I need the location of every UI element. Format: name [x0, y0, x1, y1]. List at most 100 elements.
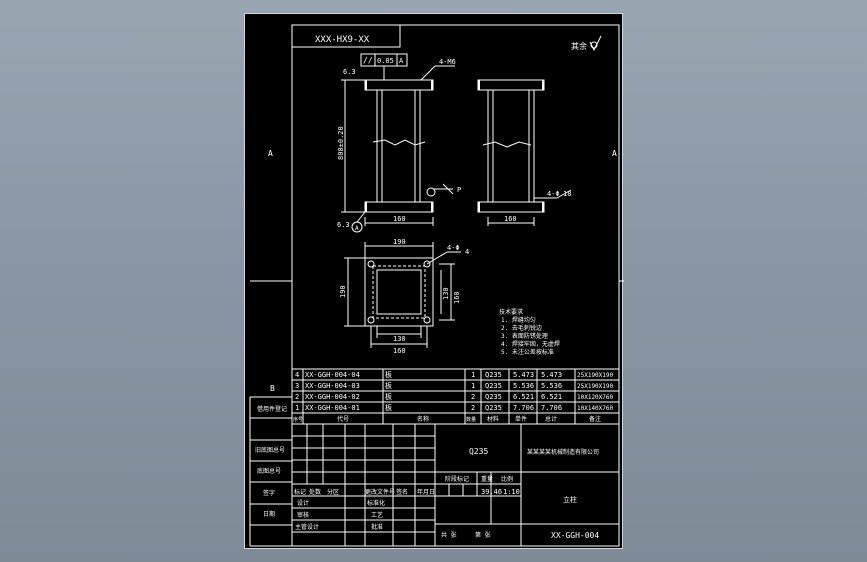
bom-row-0-code: XX-GGH-004-04	[305, 371, 360, 379]
roughness-top-value: 6.3	[343, 68, 356, 76]
bom-header-total-wt: 总计	[545, 415, 557, 423]
bom-row-1-unit-wt: 5.536	[513, 382, 534, 390]
zone-left-a: A	[268, 149, 273, 158]
tb-label-lead: 主管设计	[295, 523, 319, 531]
bom-row-0-total-wt: 5.473	[541, 371, 562, 379]
bom-row-1-code: XX-GGH-004-03	[305, 382, 360, 390]
tb-label-stage: 阶段标记	[445, 475, 469, 483]
tb-weight: 39.46	[481, 488, 502, 496]
bom-row-0-unit-wt: 5.473	[513, 371, 534, 379]
top-dim-top: 190	[393, 238, 406, 246]
bom-row-1-total-wt: 5.536	[541, 382, 562, 390]
margin-label-2: 旧底图总号	[255, 446, 285, 454]
parallelism-tolerance: 0.05	[377, 57, 394, 65]
tb-label-approve: 批准	[371, 523, 383, 531]
tb-company: 某某某某机械制造有限公司	[527, 448, 599, 456]
datum-label: A	[355, 225, 359, 232]
side-view: 160 4-Φ 18	[477, 79, 571, 226]
bom-row-0-no: 4	[295, 371, 299, 379]
tech-note-2: 2. 去毛刺锐边	[501, 324, 542, 332]
bom-row-1-qty: 1	[471, 382, 475, 390]
tb-label-sign: 签名	[396, 488, 408, 496]
tech-note-3: 3. 表面防锈处理	[501, 332, 548, 340]
bom-row-2-spec: 10X120X760	[577, 394, 614, 401]
bom-header-material: 材料	[487, 415, 499, 423]
tb-label-date: 年月日	[417, 488, 435, 496]
technical-notes: 技术要求 1. 焊缝均匀 2. 去毛刺锐边 3. 表面防锈处理 4. 焊接牢固，…	[499, 308, 560, 356]
bom-row-2-qty: 2	[471, 393, 475, 401]
bom-row-1-material: Q235	[485, 382, 502, 390]
zone-left-b: B	[270, 384, 275, 393]
bom-row-3-code: XX-GGH-004-01	[305, 404, 360, 412]
tb-label-sheet: 第 张	[475, 531, 491, 539]
bom-row-1-name: 板	[385, 381, 392, 390]
bom-row-0-qty: 1	[471, 371, 475, 379]
side-hole-depth: 18	[563, 190, 571, 198]
tb-scale: 1:10	[503, 488, 520, 496]
datum-reference: A	[399, 57, 404, 65]
margin-label-5: 日期	[263, 510, 275, 518]
bom-header-no: 序号	[293, 416, 303, 423]
tb-label-zone: 分区	[327, 488, 339, 496]
front-view: 6.3 // 0.05 A 800±0.20 160 A 6.3 P 4-M6	[337, 53, 461, 233]
zone-right-a: A	[612, 149, 617, 158]
tb-drawing-no: XX-GGH-004	[551, 531, 599, 540]
front-width-dimension: 160	[393, 215, 406, 223]
tech-note-0: 技术要求	[499, 308, 523, 316]
parallelism-symbol: //	[363, 56, 373, 65]
front-hole-note: 4-M6	[439, 58, 456, 66]
top-leader-count: 4	[465, 248, 469, 256]
tb-label-check: 审核	[297, 511, 309, 519]
front-leader-label: P	[457, 186, 461, 194]
bom-row-2-name: 板	[385, 392, 392, 401]
margin-label-4: 签字	[263, 489, 275, 497]
bom-row-0-material: Q235	[485, 371, 502, 379]
tb-label-design: 设计	[297, 499, 309, 507]
bom-row-2-material: Q235	[485, 393, 502, 401]
top-dim-bottom-inner: 130	[393, 335, 406, 343]
roughness-check-icon	[589, 35, 602, 52]
top-dim-right-inner: 130	[442, 287, 450, 300]
tb-label-process: 工艺	[371, 511, 383, 519]
tb-label-standard: 标准化	[367, 499, 385, 507]
side-width-dimension: 160	[504, 215, 517, 223]
bom-row-1-no: 3	[295, 382, 299, 390]
bom-row-0-name: 板	[385, 370, 392, 379]
tb-label-sheets: 共 张	[441, 531, 457, 539]
bom-row-1-spec: 25X190X190	[577, 383, 614, 390]
roughness-bottom-value: 6.3	[337, 221, 350, 229]
bom-header-code: 代号	[337, 415, 349, 423]
bom-row-2-no: 2	[295, 393, 299, 401]
drawing-number-box	[291, 24, 401, 48]
title-block	[291, 423, 620, 547]
top-leader-note: 4-Φ	[447, 244, 460, 252]
side-hole-note: 4-Φ	[547, 190, 560, 198]
tech-note-4: 4. 焊接牢固，无虚焊	[501, 340, 560, 348]
bom-table	[292, 368, 619, 425]
bom-row-2-code: XX-GGH-004-02	[305, 393, 360, 401]
bom-row-3-material: Q235	[485, 404, 502, 412]
bom-row-3-no: 1	[295, 404, 299, 412]
tb-label-mark: 标记	[294, 488, 306, 496]
tech-note-1: 1. 焊缝均匀	[501, 316, 536, 324]
top-dim-bottom-outer: 160	[393, 347, 406, 355]
tech-note-5: 5. 未注公差按标准	[501, 348, 554, 356]
tb-label-count: 处数	[309, 488, 321, 496]
bom-header-unit-wt: 单件	[515, 415, 527, 423]
bom-row-0-spec: 25X190X190	[577, 372, 614, 379]
bom-row-3-qty: 2	[471, 404, 475, 412]
margin-label-3: 底图总号	[257, 467, 281, 475]
bom-row-3-name: 板	[385, 403, 392, 412]
bom-header-spec: 备注	[589, 415, 601, 423]
height-dimension: 800±0.20	[337, 126, 345, 160]
top-view: 190 190 160 130 130 160 4-Φ 4	[339, 238, 469, 355]
bom-row-3-total-wt: 7.706	[541, 404, 562, 412]
bom-row-2-total-wt: 6.521	[541, 393, 562, 401]
tb-part-name: 立柱	[563, 495, 577, 504]
bom-header-qty: 数量	[466, 416, 476, 423]
rotated-drawing-number: XXX-HX9-XX	[315, 35, 370, 45]
top-dim-left: 190	[339, 285, 347, 298]
drawing-sheet: XXX-HX9-XX 其余 A A B	[244, 13, 624, 549]
bom-header-name: 名称	[417, 415, 429, 423]
bom-row-2-unit-wt: 6.521	[513, 393, 534, 401]
